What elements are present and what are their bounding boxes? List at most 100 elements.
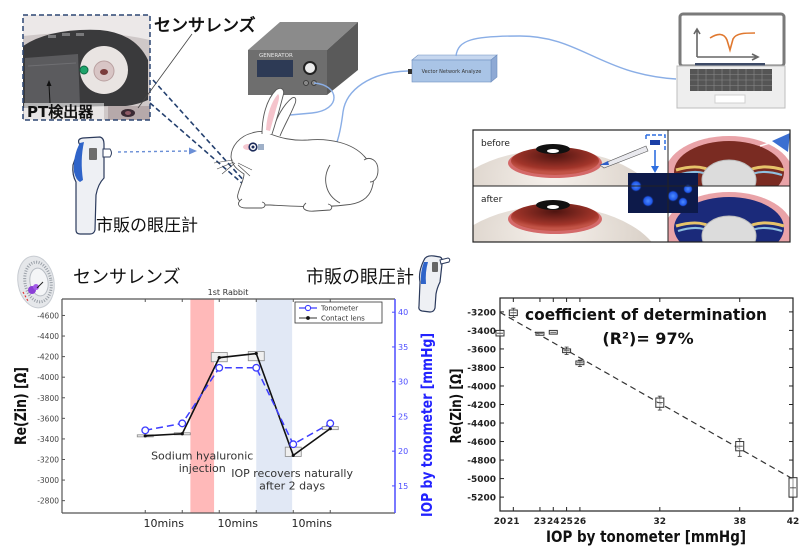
y-tick-label: -4400 xyxy=(37,332,59,341)
cross-section-before xyxy=(668,133,790,186)
tonometer-probe xyxy=(439,257,451,265)
laptop xyxy=(676,12,786,109)
contact-lens-point xyxy=(217,356,221,360)
chip-icon xyxy=(33,284,39,290)
sensor-lens-icon xyxy=(17,255,55,309)
chart2-series xyxy=(495,307,798,498)
lens-antenna-ring xyxy=(23,260,53,304)
tonometer-point xyxy=(252,363,261,372)
y2-tick-label: 30 xyxy=(398,378,408,387)
crystalline-lens xyxy=(701,215,757,242)
rabbit-timecourse-chart: -4600-4400-4200-4000-3800-3600-3400-3200… xyxy=(11,288,436,530)
trackpad xyxy=(714,94,746,104)
results-tonometer-label: 市販の眼圧計 xyxy=(306,267,414,288)
x-tick-label: 10mins xyxy=(218,517,259,530)
optical-path-line xyxy=(149,102,244,185)
keyboard-grid xyxy=(690,69,772,91)
y-tick-label: -3800 xyxy=(467,364,496,374)
tonometer-device xyxy=(72,136,112,235)
pen-cartridge xyxy=(650,140,660,145)
y-tick-label: -3400 xyxy=(37,435,59,444)
pt-pointer-arrow xyxy=(48,84,51,104)
tonometer-point xyxy=(326,419,335,428)
x-tick-label: 20 xyxy=(494,517,507,527)
y-tick-label: -4200 xyxy=(467,401,496,411)
chart1-bands xyxy=(190,299,293,513)
y-tick-label: -3600 xyxy=(467,345,496,355)
legend-tonometer-marker xyxy=(304,304,312,312)
y2-tick-label: 15 xyxy=(398,482,408,491)
y-tick-label: -3400 xyxy=(467,327,496,337)
legend-tonometer-label: Tonometer xyxy=(320,305,358,313)
after-label: after xyxy=(481,195,503,205)
y-tick-label: -4200 xyxy=(37,353,59,362)
x-tick-label: 42 xyxy=(787,517,800,527)
pointer-triangle-icon xyxy=(772,133,790,152)
strap-hole xyxy=(62,33,70,36)
chart2-ticks: -3200 -3400 -3600 -3800 -4000 -4200 -4400 -4600… xyxy=(467,298,799,527)
cable-vna-to-laptop xyxy=(455,35,677,80)
green-cap xyxy=(79,65,89,75)
panel-border xyxy=(472,129,791,243)
tonometer-grip xyxy=(420,262,428,284)
y-tick-label: -3000 xyxy=(37,476,59,485)
rabbit-haunch xyxy=(325,164,341,204)
tonometer-icon xyxy=(418,255,451,313)
sensor-lens-label: センサレンズ xyxy=(154,15,256,36)
pt-detector-photo xyxy=(23,15,150,120)
y-tick-label: -3600 xyxy=(37,414,59,423)
y-tick-label: -3200 xyxy=(37,456,59,465)
tonometer-display xyxy=(432,262,438,272)
tonometer-line xyxy=(145,367,331,446)
y2-tick-label: 40 xyxy=(398,308,408,317)
setup-illustration: PT検出器 センサレンズ GENERATOR Vector Network An… xyxy=(22,12,791,243)
band-recovery xyxy=(256,299,293,513)
cross-section-after xyxy=(668,192,790,242)
pen-tip xyxy=(600,161,609,165)
tonometer-label: 市販の眼圧計 xyxy=(96,216,198,236)
chart-annotation: injection xyxy=(179,462,226,475)
before-label: before xyxy=(481,139,510,149)
tonometer-point xyxy=(141,426,150,435)
chart1-ticks: -4600-4400-4200-4000-3800-3600-3400-3200… xyxy=(37,299,408,530)
vna-label: Vector Network Analyze xyxy=(422,69,482,75)
y-tick-label: -4400 xyxy=(467,420,496,430)
generator-device: GENERATOR xyxy=(248,22,358,95)
x-tick-label: 24 xyxy=(547,517,560,527)
rabbit-pupil xyxy=(251,145,255,149)
injection-pen xyxy=(599,145,649,169)
y-tick-label: -4000 xyxy=(37,373,59,382)
eye-before xyxy=(473,144,652,186)
x-tick-label: 25 xyxy=(560,517,573,527)
y2-axis-label: IOP by tonometer [mmHg] xyxy=(418,333,436,517)
resonance-curve xyxy=(709,32,756,53)
y-tick-label: -4600 xyxy=(467,438,496,448)
chart-legend: Tonometer Contact lens xyxy=(294,301,383,324)
y-tick-label: -4000 xyxy=(467,382,496,392)
contact-lens-point xyxy=(180,432,184,436)
vna-connector xyxy=(408,69,412,74)
rabbit-tail xyxy=(363,158,379,183)
rabbit-eye xyxy=(100,69,108,75)
generator-side xyxy=(327,22,358,95)
tonometer-point xyxy=(215,363,224,372)
pupil-highlight xyxy=(547,149,559,153)
sensor-lens-connector xyxy=(258,144,264,150)
y-tick-label: -4800 xyxy=(467,457,496,467)
chart-annotation: Sodium hyaluronic xyxy=(151,449,253,462)
eye-injection-panel: before after xyxy=(472,129,791,243)
chart1-series xyxy=(136,351,339,457)
y-tick-label: -3200 xyxy=(467,308,496,318)
optical-path-line xyxy=(152,79,247,184)
chart-annotation: IOP recovers naturally xyxy=(231,467,353,480)
measurement-arrow xyxy=(117,150,191,153)
x-tick-label: 10mins xyxy=(144,517,185,530)
screen-x-axis xyxy=(697,53,760,61)
rabbit-whiskers xyxy=(213,159,253,177)
contact-lens-point xyxy=(143,434,147,438)
x-tick-label: 21 xyxy=(507,517,520,527)
results-sensor-lens-label: センサレンズ xyxy=(73,267,181,288)
x-tick-label: 38 xyxy=(733,517,746,527)
eyeball-illustration xyxy=(473,144,652,186)
label-backdrop xyxy=(24,103,104,120)
